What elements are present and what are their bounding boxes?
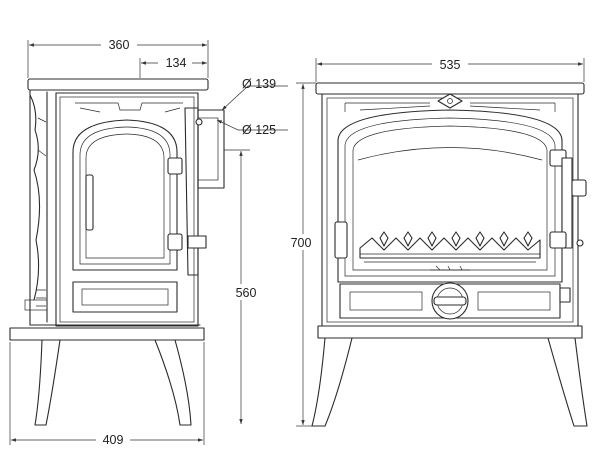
front-top-diamond: [437, 93, 463, 109]
dim-360-label: 360: [109, 38, 130, 52]
side-bracket-pin: [187, 235, 207, 249]
side-leg-front: [154, 339, 192, 426]
side-door: [72, 119, 178, 271]
dim-409-label: 409: [103, 433, 124, 447]
dim-134-label-bg: [158, 55, 192, 71]
front-top-diamond-dot: [447, 98, 453, 104]
dim-700-label-bg: [287, 234, 321, 250]
dim-d139-leader: [221, 85, 288, 111]
front-left-hinge: [334, 221, 348, 259]
front-fire-grate: [359, 231, 541, 271]
front-right-latch-rod: [561, 157, 573, 249]
dim-560-label: 560: [236, 286, 257, 300]
side-ash-panel-inner: [81, 288, 169, 306]
front-air-control-slider: [433, 296, 467, 306]
dim-535-label: 535: [440, 58, 461, 72]
dim-535-label-bg: [432, 56, 468, 72]
dim-d139-label: Ø 139: [242, 77, 276, 91]
side-flue-bolt: [195, 118, 203, 126]
side-top-ornament: [75, 102, 183, 113]
front-right-handle: [571, 179, 587, 197]
front-right-knob: [576, 239, 584, 247]
front-dimensions: 535 700: [287, 56, 585, 427]
side-door-glass: [85, 133, 165, 259]
front-leg-right: [547, 337, 588, 427]
side-flue-collar: [197, 117, 219, 181]
front-ash-hinge: [559, 287, 571, 303]
dim-360-label-bg: [101, 36, 137, 52]
side-back-vents: [36, 117, 47, 307]
front-base-plinth: [317, 325, 583, 339]
side-ash-panel: [72, 281, 178, 313]
side-door-inner: [79, 126, 171, 265]
front-door: [337, 109, 563, 283]
front-glass-arch: [357, 147, 543, 161]
side-door-handle: [85, 174, 94, 231]
front-ash-panel-right: [477, 291, 551, 311]
side-bracket: [184, 107, 199, 276]
side-rear-foot-block: [24, 299, 48, 311]
side-hinge-top: [167, 157, 183, 175]
front-ash-panel-left: [349, 291, 423, 311]
side-body-inner: [59, 96, 195, 323]
front-top-ornament: [344, 102, 556, 112]
side-leg-rear: [34, 339, 61, 426]
front-door-frame: [344, 117, 556, 277]
side-hinge-bottom: [167, 233, 183, 251]
dim-560-label-bg: [228, 284, 262, 300]
dim-d125-leader: [216, 119, 288, 131]
front-door-glass: [352, 125, 548, 271]
side-back-panel: [29, 89, 48, 326]
side-top-plate: [27, 78, 209, 91]
side-dimensions: 360 134 Ø 139 Ø 125 560 409: [9, 36, 288, 448]
side-base-plinth: [9, 324, 205, 341]
dim-134-label: 134: [166, 56, 187, 70]
side-view: [9, 78, 225, 426]
front-view: [311, 82, 588, 427]
front-right-latch-bottom: [549, 231, 567, 249]
dim-d125-label: Ø 125: [242, 123, 276, 137]
front-leg-left: [311, 337, 353, 427]
front-top-plate: [315, 82, 585, 95]
dim-409-label-bg: [96, 432, 130, 448]
dim-700-label: 700: [291, 236, 312, 250]
